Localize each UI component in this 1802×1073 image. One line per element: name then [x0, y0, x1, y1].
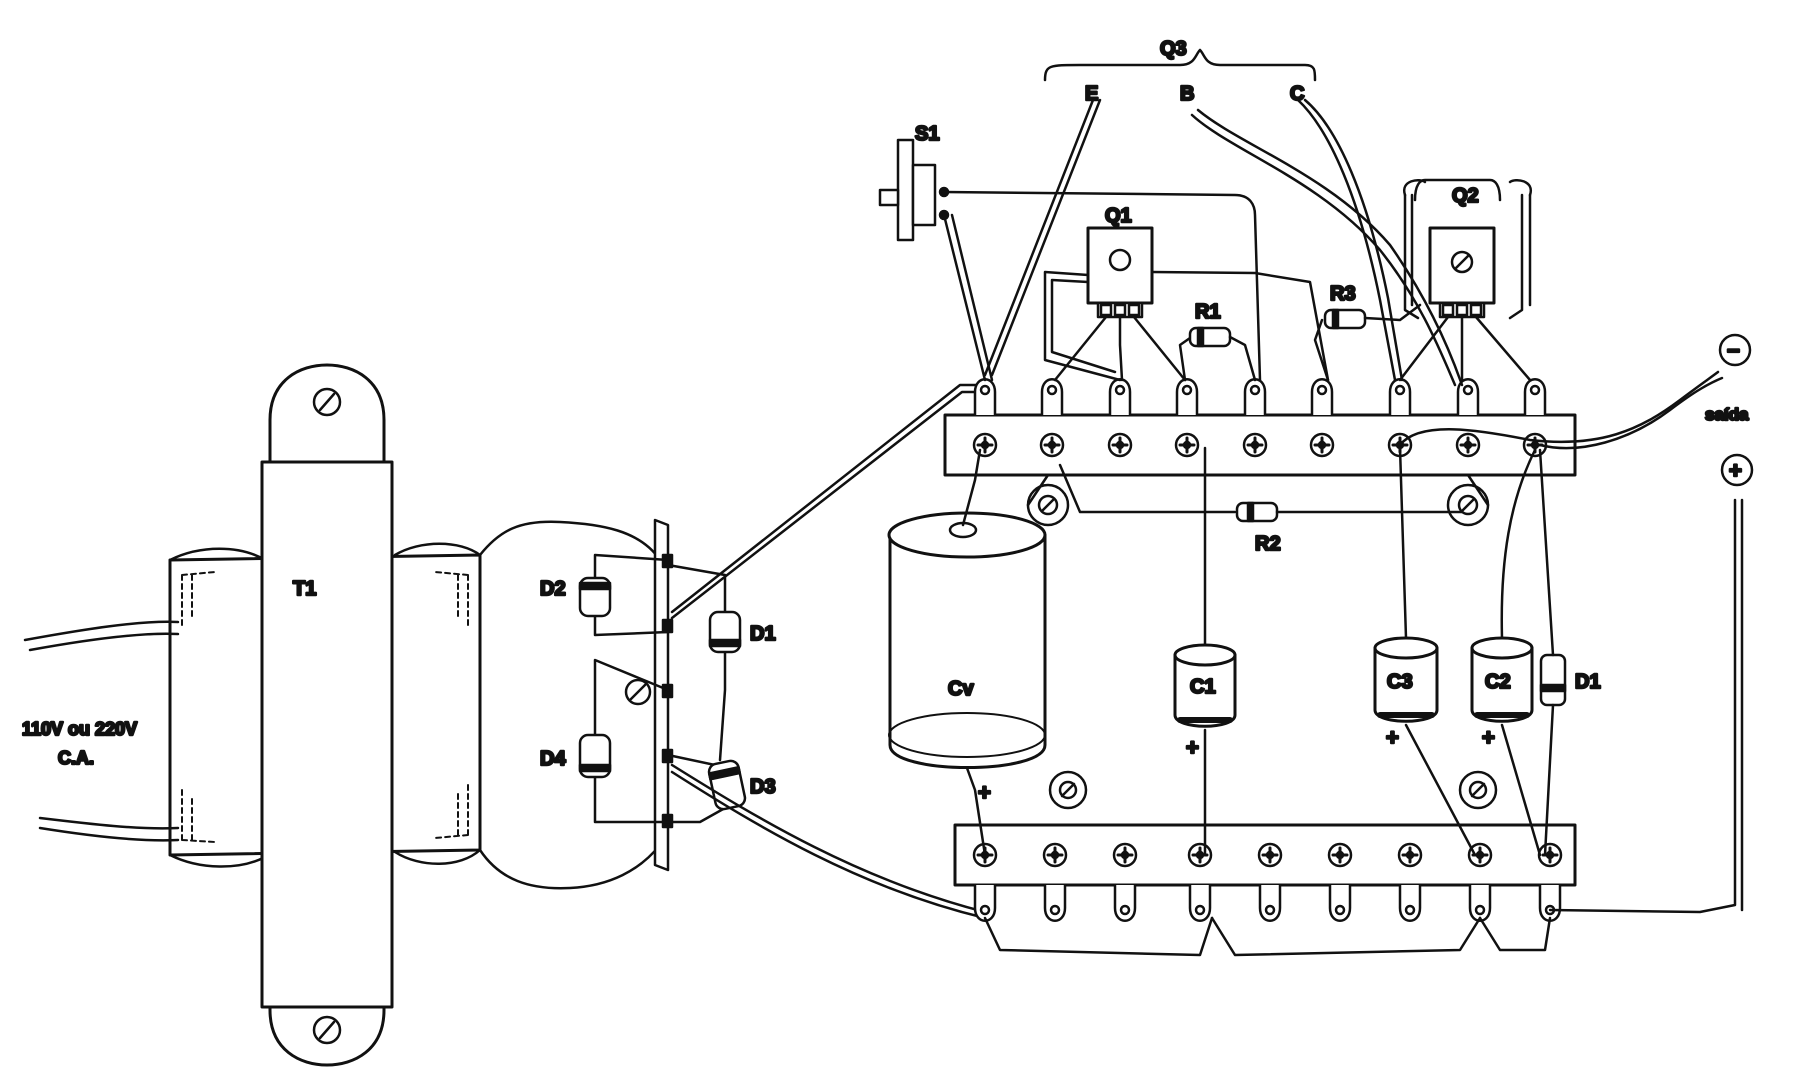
terminal-lug [1175, 378, 1199, 417]
c2-label: C2 [1485, 671, 1511, 693]
mains-voltage-label: 110V ou 220V [22, 719, 137, 739]
terminal-lug [1398, 883, 1422, 922]
terminal-lug [1043, 883, 1067, 922]
lower-terminal-strip [953, 770, 1577, 957]
terminal-lug [1388, 378, 1412, 417]
q3-emitter-label: E [1085, 83, 1098, 105]
terminal-lug [1188, 883, 1212, 922]
output-label: saída [1705, 405, 1749, 424]
q2-label: Q2 [1452, 185, 1479, 207]
terminal-lug [1040, 378, 1064, 417]
terminal-lug [1538, 883, 1562, 922]
minus-terminal-icon [1718, 333, 1752, 367]
terminal-lug [1258, 883, 1282, 922]
transistor-q2 [1398, 178, 1533, 382]
terminal-lug [973, 378, 997, 417]
t1-label: T1 [293, 578, 316, 600]
cv-label: Cv [948, 678, 974, 700]
d1-label: D1 [750, 623, 776, 645]
r1-label: R1 [1195, 301, 1221, 323]
capacitor-c2 [1470, 448, 1542, 857]
d2-label: D2 [540, 578, 566, 600]
upper-terminal-strip [943, 378, 1577, 527]
capacitor-cv [887, 448, 1047, 857]
terminal-lug [973, 883, 997, 922]
rectifier-board [478, 518, 747, 890]
d1-right-label: D1 [1575, 671, 1601, 693]
transistor-q3-leads [983, 48, 1464, 387]
c1-label: C1 [1190, 676, 1216, 698]
transformer-t1 [168, 363, 482, 1067]
terminal-lug [1310, 378, 1334, 417]
switch-s1 [878, 138, 1262, 382]
c2-polarity: + [1482, 725, 1495, 750]
plus-symbol: + [1729, 458, 1742, 483]
diode-d1-right [1538, 448, 1567, 857]
r3-label: R3 [1330, 283, 1356, 305]
resistor-r3 [1313, 303, 1422, 382]
resistor-r2 [1058, 463, 1464, 523]
d3-label: D3 [750, 776, 776, 798]
transistor-q1 [1043, 226, 1330, 382]
terminal-lug [1328, 883, 1352, 922]
cv-polarity: + [978, 780, 991, 805]
capacitor-c3 [1373, 446, 1477, 857]
c1-polarity: + [1186, 735, 1199, 760]
mains-ac-label: C.A. [58, 748, 94, 768]
output-wires [1398, 370, 1744, 914]
terminal-lug [1456, 378, 1480, 417]
terminal-lug [1243, 378, 1267, 417]
terminal-lug [1468, 883, 1492, 922]
c3-label: C3 [1387, 671, 1413, 693]
r2-label: R2 [1255, 533, 1281, 555]
mains-cord [23, 620, 180, 842]
q3-base-label: B [1180, 83, 1194, 105]
terminal-lug [1113, 883, 1137, 922]
s1-label: S1 [915, 123, 939, 145]
plus-terminal-icon [1720, 453, 1754, 487]
q3-collector-label: C [1290, 83, 1304, 105]
q3-label: Q3 [1160, 38, 1187, 60]
c3-polarity: + [1386, 725, 1399, 750]
capacitor-c1 [1173, 446, 1237, 857]
terminal-lug [1108, 378, 1132, 417]
q1-label: Q1 [1105, 205, 1132, 227]
resistor-r1 [1178, 326, 1257, 382]
minus-symbol: − [1727, 338, 1740, 363]
d4-label: D4 [540, 748, 566, 770]
terminal-lug [1523, 378, 1547, 417]
